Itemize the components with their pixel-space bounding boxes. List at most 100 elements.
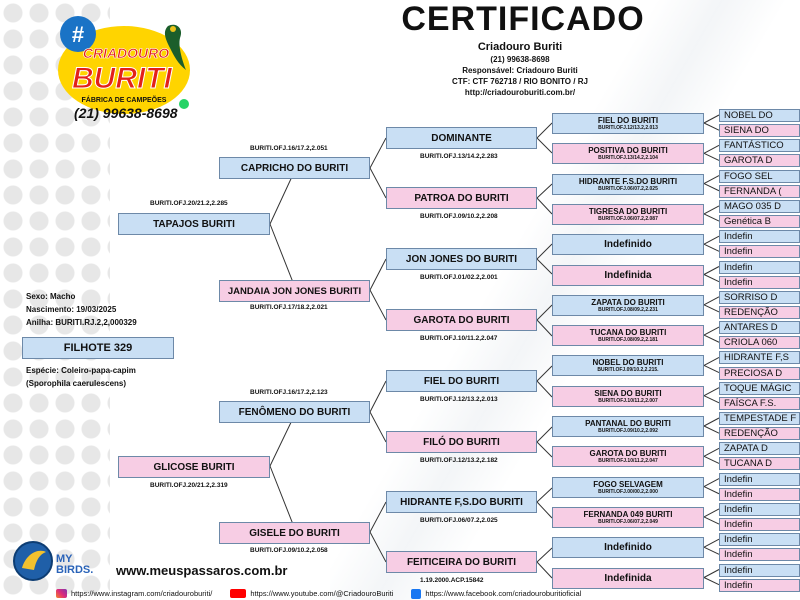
logo-main-text: BURITI (72, 62, 173, 95)
breeder-responsible: Responsável: Criadouro Buriti (462, 66, 578, 75)
gen4-name: Indefinido (604, 239, 652, 251)
hashtag-icon (60, 16, 96, 52)
species-scientific: (Sporophila caerulescens) (26, 379, 127, 388)
gen5-box: FAÍSCA F.S. (719, 396, 800, 410)
gen4-name: FOGO SELVAGEM (593, 479, 663, 489)
gen4-code: BURITI.OFJ.06/07.2,2.087 (598, 215, 658, 222)
gen4-code: BURITI.OFJ.06/07.2,2.025 (598, 185, 658, 192)
breeder-site[interactable]: http://criadouroburiti.com.br/ (464, 88, 576, 97)
footer-website[interactable]: www.meuspassaros.com.br (116, 563, 288, 578)
gen3-box: FIEL DO BURITI (386, 370, 537, 392)
subject-ring: Anilha: BURITI.RJ.2,2,000329 (26, 318, 137, 327)
gen5-box: GAROTA D (719, 154, 800, 168)
gen4-code: BURITI.OFJ.08/09.2,2.231 (598, 306, 658, 313)
gen4-box: Indefinida (552, 567, 704, 589)
subject-name-box: FILHOTE 329 (22, 337, 174, 359)
gen5-box: SIENA DO (719, 124, 800, 138)
gen4-name: FIEL DO BURITI (597, 116, 659, 125)
facebook-icon (411, 588, 422, 599)
gen4-name: HIDRANTE F.S.DO BURITI (578, 176, 678, 186)
gen4-name: GAROTA DO BURITI (589, 449, 667, 459)
gen3-code: BURITI.OFJ.09/10.2,2.208 (420, 213, 498, 220)
gen2-code: BURITI.OFJ.17/18.2,2.021 (250, 304, 328, 311)
gen3-box: FILÓ DO BURITI (386, 431, 537, 453)
mybirds-logo-icon (13, 541, 53, 581)
gen2-box: FENÔMENO DO BURITI (219, 401, 370, 423)
gen5-box: ANTARES D (719, 321, 800, 335)
gen5-box: FOGO SEL (719, 169, 800, 183)
gen5-box: PRECIOSA D (719, 366, 800, 380)
subject-species: Espécie: Coleiro-papa-capim (Sporophila … (26, 364, 136, 390)
gen4-box: Indefinida (552, 264, 704, 286)
gen3-code: BURITI.OFJ.01/02.2,2.001 (420, 274, 498, 281)
gen4-name: SIENA DO BURITI (594, 388, 662, 398)
whatsapp-icon (179, 99, 189, 109)
gen4-name: NOBEL DO BURITI (592, 358, 664, 368)
gen5-box: Indefin (719, 487, 800, 501)
gen2-box: JANDAIA JON JONES BURITI (219, 280, 370, 302)
gen5-box: Indefin (719, 260, 800, 274)
certificate-title: CERTIFICADO (401, 0, 645, 38)
breeder-info: Criadouro Buriti (21) 99638-8698 Respons… (430, 40, 610, 98)
gen5-box: Indefin (719, 563, 800, 577)
gen5-box: Indefin (719, 230, 800, 244)
brand-bottom: BIRDS. (56, 564, 94, 576)
gen5-box: CRIOLA 060 (719, 336, 800, 350)
social-links: https://www.instagram.com/criadouroburit… (56, 587, 800, 600)
gen3-code: BURITI.OFJ.12/13.2,2.013 (420, 396, 498, 403)
gen5-box: TEMPESTADE F (719, 412, 800, 425)
gen4-code: BURITI.OFJ.06/07.2,2.049 (598, 518, 658, 525)
gen1-code: BURITI.OFJ.20/21.2,2.285 (150, 200, 228, 207)
gen5-box: NOBEL DO (719, 109, 800, 122)
gen3-box: JON JONES DO BURITI (386, 248, 537, 270)
gen4-name: TUCANA DO BURITI (589, 328, 667, 338)
gen5-box: Genética B (719, 215, 800, 229)
bird-icon (164, 24, 186, 70)
gen4-name: POSITIVA DO BURITI (588, 146, 668, 156)
gen5-box: Indefin (719, 533, 800, 547)
gen1-code: BURITI.OFJ.20/21.2,2.319 (150, 482, 228, 489)
breeder-phone: (21) 99638-8698 (490, 55, 550, 64)
instagram-link[interactable]: https://www.instagram.com/criadouroburit… (56, 589, 212, 598)
gen5-box: REDENÇÃO (719, 427, 800, 441)
gen2-code: BURITI.OFJ.09/10.2,2.058 (250, 547, 328, 554)
logo-top-text: CRIADOURO (83, 45, 169, 61)
facebook-link[interactable]: https://www.facebook.com/criadouroburiti… (411, 588, 582, 599)
gen3-box: HIDRANTE F,S.DO BURITI (386, 491, 537, 513)
subject-details: Sexo: Macho Nascimento: 19/03/2025 Anilh… (26, 290, 137, 329)
gen3-box: PATROA DO BURITI (386, 187, 537, 209)
gen2-box: GISELE DO BURITI (219, 522, 370, 544)
gen1-dam: GLICOSE BURITI (118, 456, 270, 478)
gen3-code: BURITI.OFJ.13/14.2,2.283 (420, 153, 498, 160)
gen5-box: HIDRANTE F,S (719, 351, 800, 365)
gen5-box: Indefin (719, 578, 800, 592)
brand-top: MY (56, 553, 73, 565)
gen5-box: Indefin (719, 502, 800, 516)
facebook-url: https://www.facebook.com/criadouroburiti… (425, 589, 582, 598)
gen2-code: BURITI.OFJ.16/17.2,2.123 (250, 389, 328, 396)
gen5-box: Indefin (719, 245, 800, 259)
gen4-name: PANTANAL DO BURITI (585, 419, 671, 428)
youtube-link[interactable]: https://www.youtube.com/@CriadouroBuriti (230, 589, 393, 598)
gen5-box: MAGO 035 D (719, 199, 800, 213)
gen4-name: Indefinida (604, 572, 652, 584)
gen5-box: REDENÇÃO (719, 305, 800, 319)
instagram-url: https://www.instagram.com/criadouroburit… (71, 589, 213, 598)
gen4-code: BURITI.OFJ.10/11.2,2.007 (598, 397, 658, 404)
gen4-box: Indefinido (552, 234, 704, 256)
gen3-code: 1.19.2000.ACP.15842 (420, 577, 484, 584)
youtube-icon (230, 589, 247, 598)
gen5-box: Indefin (719, 548, 800, 562)
gen5-box: Indefin (719, 518, 800, 532)
logo-hash: # (72, 22, 84, 47)
